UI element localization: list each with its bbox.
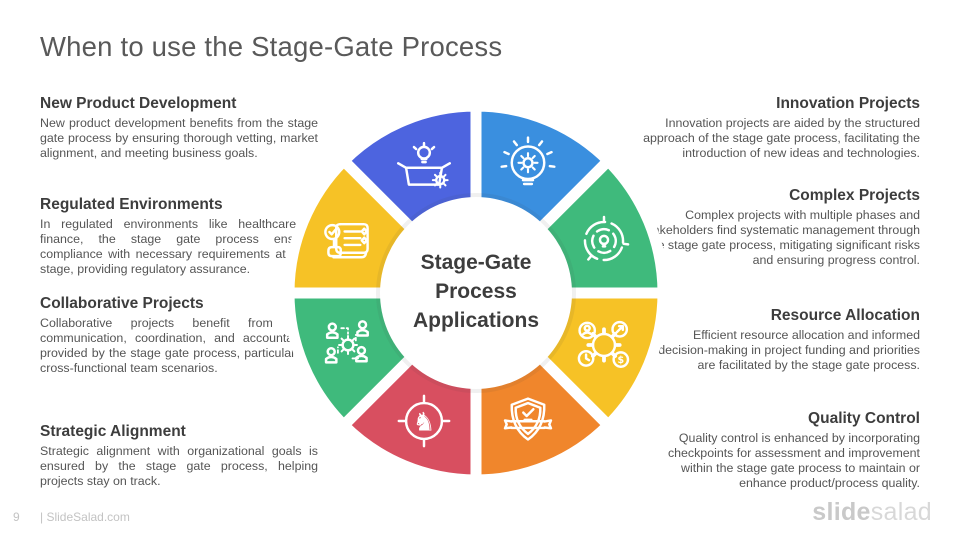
slidesalad-logo: slidesalad <box>812 498 932 527</box>
section-body: In regulated environments like healthcar… <box>40 217 318 276</box>
section-body: New product development benefits from th… <box>40 116 318 160</box>
section-quality-control: Quality Control Quality control is enhan… <box>642 410 920 491</box>
section-body: Efficient resource allocation and inform… <box>658 328 920 372</box>
section-title: Innovation Projects <box>776 95 920 112</box>
logo-part-slide: slide <box>812 498 871 526</box>
right-column: Innovation Projects Innovation projects … <box>642 0 920 540</box>
stage-gate-wheel: $ ♞ <box>283 100 669 486</box>
section-title: Quality Control <box>808 410 920 427</box>
section-body: Complex projects with multiple phases an… <box>643 208 920 267</box>
gear-resources-icon: $ <box>577 320 630 368</box>
section-complex-projects: Complex Projects Complex projects with m… <box>642 187 920 268</box>
wheel-center-label: Stage-Gate Process Applications <box>412 251 539 332</box>
section-collaborative-projects: Collaborative Projects Collaborative pro… <box>40 295 318 376</box>
team-network-icon <box>324 320 369 364</box>
bulb-gear-icon <box>500 136 556 186</box>
page-number: 9 <box>13 510 20 524</box>
page-title: When to use the Stage-Gate Process <box>40 31 503 62</box>
section-innovation-projects: Innovation Projects Innovation projects … <box>642 95 920 161</box>
maze-bulb-icon <box>583 215 630 262</box>
section-title: Complex Projects <box>789 187 920 204</box>
knight-target-icon: ♞ <box>397 394 451 448</box>
section-body: Strategic alignment with organizational … <box>40 444 318 488</box>
box-launch-icon <box>397 141 451 189</box>
svg-text:♞: ♞ <box>412 408 435 438</box>
section-title: New Product Development <box>40 95 237 112</box>
section-resource-allocation: Resource Allocation Efficient resource a… <box>642 307 920 373</box>
logo-part-salad: salad <box>870 498 932 526</box>
shield-check-icon <box>503 397 553 441</box>
section-new-product-development: New Product Development New product deve… <box>40 95 318 161</box>
scroll-checklist-icon <box>324 222 369 259</box>
hub-circle <box>380 197 572 389</box>
section-title: Regulated Environments <box>40 196 223 213</box>
svg-text:$: $ <box>617 355 624 366</box>
section-body: Quality control is enhanced by incorpora… <box>667 431 920 490</box>
section-title: Collaborative Projects <box>40 295 204 312</box>
section-regulated-environments: Regulated Environments In regulated envi… <box>40 196 318 277</box>
left-column: New Product Development New product deve… <box>40 0 318 540</box>
footer-site-text: | SlideSalad.com <box>40 510 130 524</box>
section-title: Strategic Alignment <box>40 423 186 440</box>
section-body: Innovation projects are aided by the str… <box>643 116 920 160</box>
section-title: Resource Allocation <box>770 307 920 324</box>
section-strategic-alignment: Strategic Alignment Strategic alignment … <box>40 423 318 489</box>
section-body: Collaborative projects benefit from clea… <box>40 316 318 375</box>
